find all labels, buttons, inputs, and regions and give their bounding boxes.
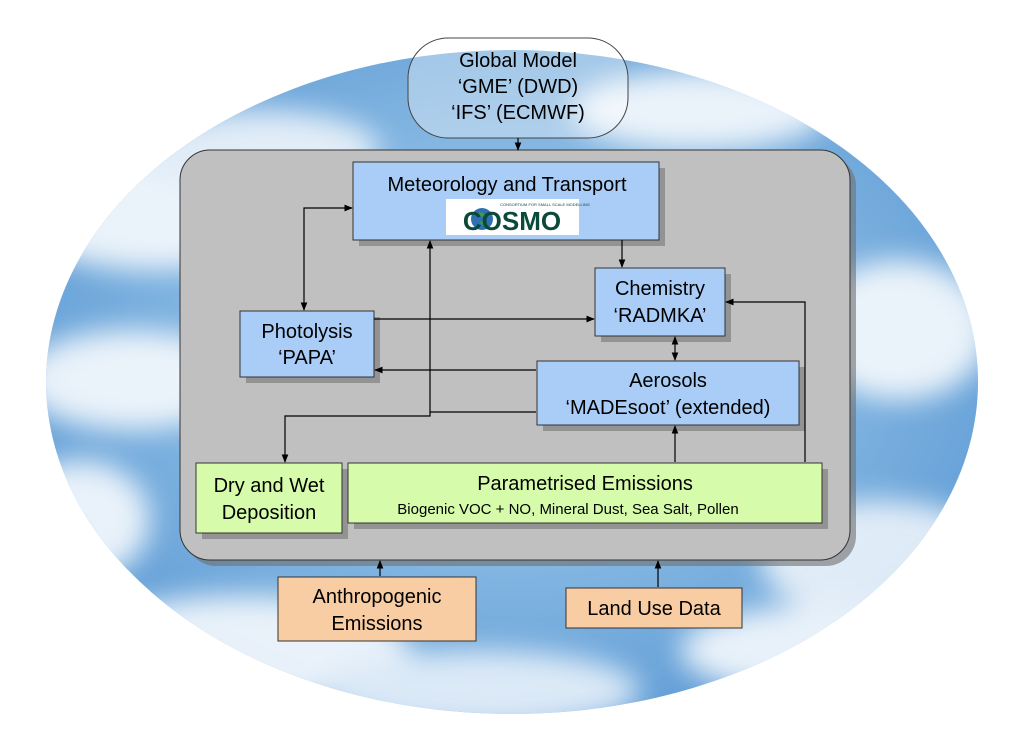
arrow-photolysis-meteorology bbox=[300, 204, 353, 311]
global-model-line3: ‘IFS’ (ECMWF) bbox=[451, 102, 585, 124]
aerosols-line1: Aerosols bbox=[629, 370, 707, 392]
emissions-subtitle: Biogenic VOC + NO, Mineral Dust, Sea Sal… bbox=[397, 501, 738, 518]
photolysis-line2: ‘PAPA’ bbox=[278, 347, 336, 369]
cosmo-logo: COSMO CONSORTIUM FOR SMALL SCALE MODELLI… bbox=[446, 199, 590, 236]
parametrised-emissions-node: Parametrised Emissions Biogenic VOC + NO… bbox=[347, 462, 828, 529]
aerosols-line2: ‘MADEsoot’ (extended) bbox=[566, 397, 771, 419]
global-model-line2: ‘GME’ (DWD) bbox=[458, 76, 578, 98]
photolysis-node: Photolysis ‘PAPA’ bbox=[239, 310, 380, 383]
connectors bbox=[281, 138, 806, 587]
anthropogenic-line1: Anthropogenic bbox=[313, 586, 442, 608]
land-use-label: Land Use Data bbox=[587, 598, 721, 620]
deposition-line2: Deposition bbox=[222, 502, 317, 524]
aerosols-node: Aerosols ‘MADEsoot’ (extended) bbox=[536, 360, 805, 431]
arrow-emissions-to-chemistry bbox=[725, 298, 806, 462]
deposition-line1: Dry and Wet bbox=[214, 475, 325, 497]
global-model-line1: Global Model bbox=[459, 50, 577, 72]
anthropogenic-emissions-node: Anthropogenic Emissions bbox=[277, 576, 477, 642]
cosmo-logo-tagline: CONSORTIUM FOR SMALL SCALE MODELLING bbox=[500, 202, 590, 207]
arrow-to-deposition bbox=[281, 412, 431, 463]
land-use-node: Land Use Data bbox=[565, 587, 743, 629]
global-model-node: Global Model ‘GME’ (DWD) ‘IFS’ (ECMWF) bbox=[407, 37, 629, 139]
emissions-title: Parametrised Emissions bbox=[477, 473, 693, 495]
meteorology-node: Meteorology and Transport COSMO CONSORTI… bbox=[352, 161, 665, 246]
photolysis-line1: Photolysis bbox=[261, 321, 352, 343]
deposition-node: Dry and Wet Deposition bbox=[195, 462, 348, 539]
cosmo-logo-text: COSMO bbox=[463, 206, 561, 236]
globe-icon bbox=[471, 208, 493, 230]
chemistry-line1: Chemistry bbox=[615, 278, 705, 300]
anthropogenic-line2: Emissions bbox=[331, 613, 422, 635]
chemistry-node: Chemistry ‘RADMKA’ bbox=[594, 267, 731, 342]
chemistry-line2: ‘RADMKA’ bbox=[614, 305, 707, 327]
meteorology-title: Meteorology and Transport bbox=[387, 174, 626, 196]
